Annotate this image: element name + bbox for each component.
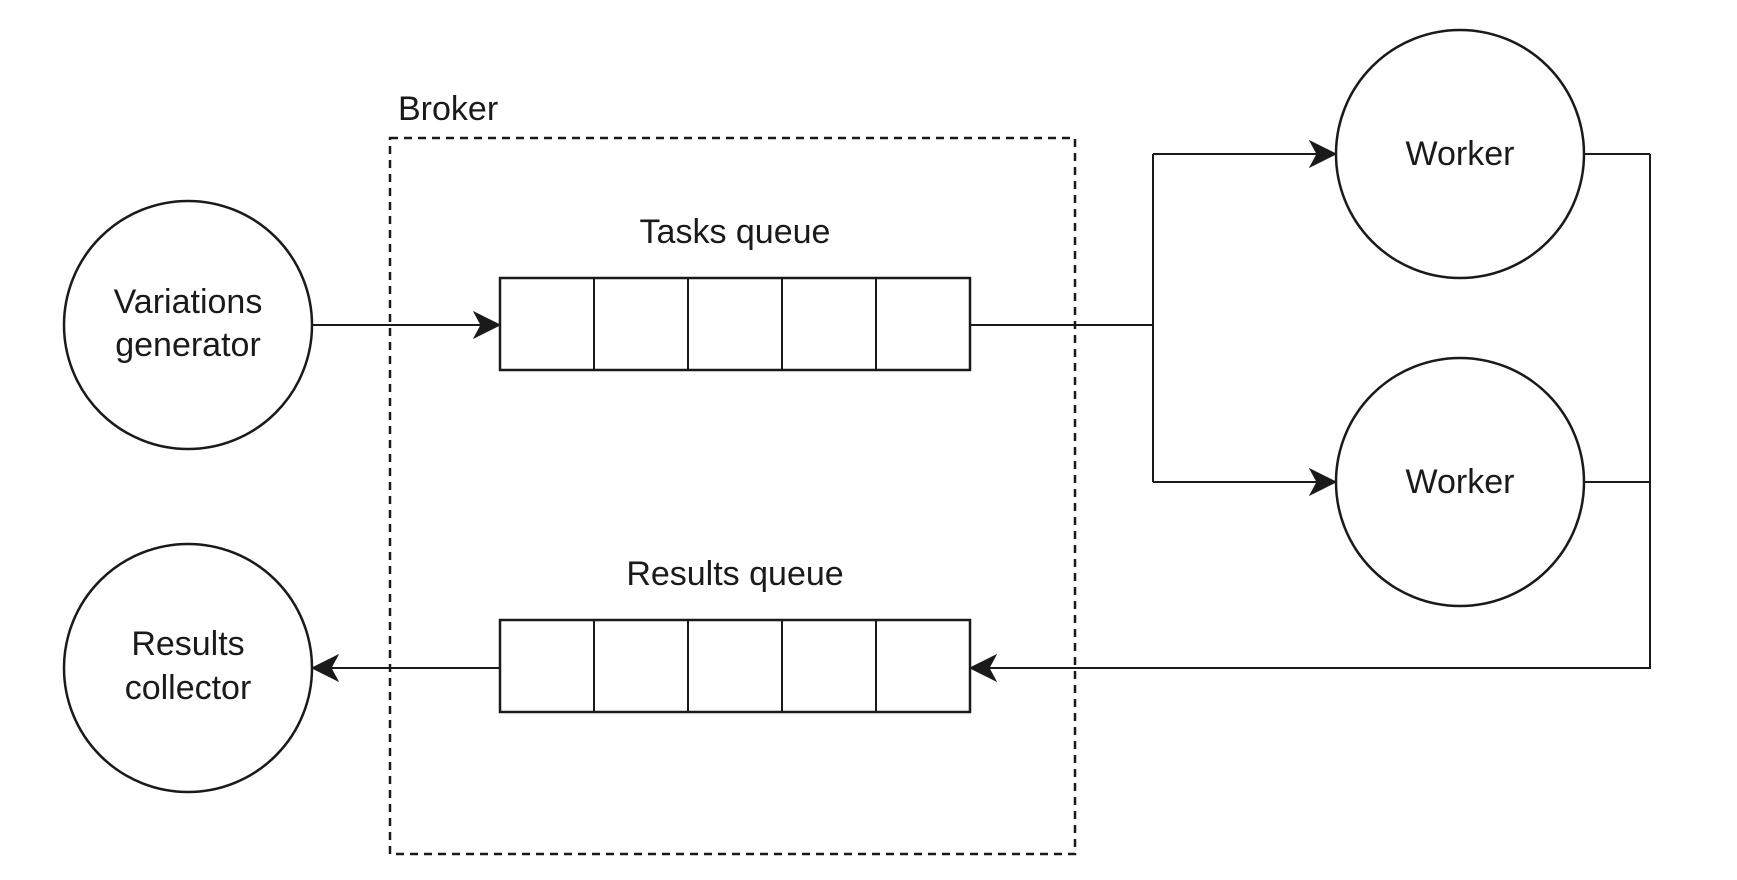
worker-label: Worker <box>1406 135 1515 173</box>
results-queue <box>498 618 972 714</box>
variations-generator-label-line2: generator <box>115 326 261 364</box>
arrowhead <box>968 653 998 683</box>
edge-tasks-queue-to-workers <box>970 153 1322 483</box>
tasks-queue-box <box>498 276 972 372</box>
variations-generator-node: Variations generator <box>62 199 314 451</box>
tasks-queue-label: Tasks queue <box>640 213 831 251</box>
edge-workers-to-results-queue <box>984 153 1651 669</box>
worker-label: Worker <box>1406 463 1515 501</box>
results-collector-node: Results collector <box>62 542 314 794</box>
arrowhead <box>310 653 340 683</box>
broker-label: Broker <box>398 90 498 128</box>
variations-generator-label-line1: Variations <box>114 283 263 321</box>
tasks-queue <box>498 276 972 372</box>
results-collector-label-line2: collector <box>125 669 252 707</box>
arrowhead <box>1308 139 1338 169</box>
worker-node: Worker <box>1334 356 1586 608</box>
results-queue-box <box>498 618 972 714</box>
results-queue-label: Results queue <box>626 555 843 593</box>
results-collector-label-line1: Results <box>131 625 244 663</box>
worker-node: Worker <box>1334 28 1586 280</box>
arrowhead <box>472 310 502 340</box>
broker-container <box>388 136 1077 856</box>
arrowhead <box>1308 467 1338 497</box>
